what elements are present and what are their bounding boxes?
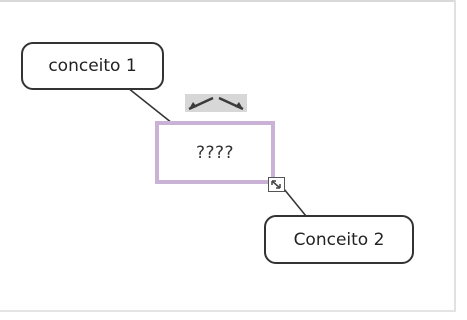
canvas-right-border bbox=[454, 0, 456, 312]
concept-node-1[interactable]: conceito 1 bbox=[21, 42, 164, 90]
canvas-top-border bbox=[0, 0, 454, 2]
linking-phrase-box[interactable]: ???? bbox=[155, 121, 275, 184]
connector-line-concept1-to-link bbox=[127, 87, 173, 124]
concept-node-1-label: conceito 1 bbox=[48, 56, 137, 76]
resize-corner-icon[interactable] bbox=[268, 177, 285, 192]
concept-node-2-label: Conceito 2 bbox=[293, 229, 385, 250]
double-arrow-expand-icon[interactable] bbox=[185, 94, 247, 112]
concept-node-2[interactable]: Conceito 2 bbox=[264, 215, 414, 264]
linking-phrase-label: ???? bbox=[195, 142, 235, 163]
canvas-bottom-border bbox=[0, 310, 456, 312]
